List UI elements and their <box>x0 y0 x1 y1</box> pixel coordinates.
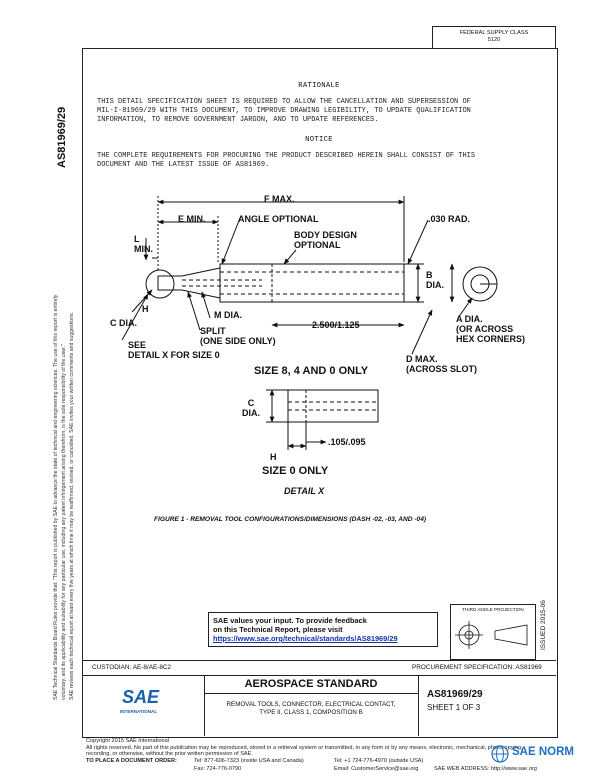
doc-number: AS81969/29 <box>427 689 483 700</box>
sheet-number: SHEET 1 OF 3 <box>427 703 481 712</box>
l-min-line: MIN. <box>134 244 153 254</box>
size-0-label: SIZE 0 ONLY <box>262 465 329 477</box>
sae-logo-sub: INTERNATIONAL <box>120 709 158 714</box>
see-detail-label: SEE DETAIL X FOR SIZE 0 <box>128 340 220 360</box>
footer-order-label: TO PLACE A DOCUMENT ORDER: <box>86 758 177 764</box>
b-dia-line: B <box>426 270 433 280</box>
sae-norm-watermark: SAE NORM <box>490 744 594 766</box>
c-dia-label: C DIA. <box>110 318 137 328</box>
detail-x-callout-circle <box>145 269 175 299</box>
d-max-label: D MAX. (ACROSS SLOT) <box>406 354 477 374</box>
footer-tel-intl: Tel: +1 724-776-4970 (outside USA) <box>334 758 424 764</box>
rationale-heading: RATIONALE <box>298 82 340 90</box>
body-design-label: BODY DESIGN OPTIONAL <box>294 230 357 250</box>
supply-class-value: 5120 <box>487 37 501 43</box>
h-label: H <box>142 304 149 314</box>
feedback-link[interactable]: https://www.sae.org/technical/standards/… <box>213 634 398 643</box>
footer-rights-1: All rights reserved. No part of this pub… <box>86 745 523 751</box>
custodian-row: CUSTODIAN: AE-8/AE-8C2 PROCUREMENT SPECI… <box>82 660 556 676</box>
detail-x-body <box>287 389 379 423</box>
notice-line: THE COMPLETE REQUIREMENTS FOR PROCURING … <box>97 152 476 160</box>
footer-tel-us: Tel: 877-606-7323 (inside USA and Canada… <box>194 758 304 764</box>
feedback-box: SAE values your input. To provide feedba… <box>208 612 438 647</box>
feedback-line: on this Technical Report, please visit <box>213 625 343 634</box>
detail-x-label: DETAIL X <box>284 486 325 496</box>
footer-fax: Fax: 724-776-0790 <box>194 766 242 772</box>
page-frame <box>82 48 558 738</box>
rationale-line: MIL-I-81969/29 WITH THIS DOCUMENT, TO IM… <box>97 107 471 115</box>
removal-tool-drawing <box>121 196 498 450</box>
angle-optional-label: ANGLE OPTIONAL <box>238 214 319 224</box>
a-dia-line: HEX CORNERS) <box>456 334 526 344</box>
rationale-line: INFORMATION, TO REMOVE GOVERNMENT JARGON… <box>97 116 379 124</box>
a-dia-label: A DIA. (OR ACROSS HEX CORNERS) <box>456 314 525 344</box>
h-detail-label: H <box>270 452 277 462</box>
custodian-label: CUSTODIAN: AE-8/AE-8C2 <box>92 664 172 671</box>
d-max-line: (ACROSS SLOT) <box>406 364 477 374</box>
footer-rights-2: recording, or otherwise, without the pri… <box>86 751 253 757</box>
supply-class-label: FEDERAL SUPPLY CLASS <box>459 30 529 36</box>
description-line: REMOVAL TOOLS, CONNECTOR, ELECTRICAL CON… <box>226 701 396 708</box>
c-detail-line: C <box>247 398 255 408</box>
f-max-label: F MAX. <box>264 194 295 204</box>
rationale-text: THIS DETAIL SPECIFICATION SHEET IS REQUI… <box>97 98 547 125</box>
a-dia-line: A DIA. <box>456 314 483 324</box>
watermark-text: SAE NORM <box>512 746 574 758</box>
body-design-line: OPTIONAL <box>294 240 341 250</box>
third-angle-symbol-icon <box>455 621 528 649</box>
m-dia-label: M DIA. <box>214 310 242 320</box>
tool-body-outline <box>219 263 405 303</box>
c-detail-line: DIA. <box>242 408 260 418</box>
description-line: TYPE II, CLASS 1, COMPOSITION B <box>259 709 363 716</box>
title-block-logo-cell: SAE INTERNATIONAL <box>82 675 205 736</box>
l-min-label: L MIN. <box>134 234 153 254</box>
notice-text: THE COMPLETE REQUIREMENTS FOR PROCURING … <box>97 152 547 170</box>
split-line: SPLIT <box>200 326 226 336</box>
sae-logo: SAE <box>122 687 160 707</box>
split-label: SPLIT (ONE SIDE ONLY) <box>200 326 276 346</box>
rad-label: .030 RAD. <box>428 214 471 224</box>
d-max-line: D MAX. <box>406 354 438 364</box>
standard-title: AEROSPACE STANDARD <box>244 678 378 690</box>
footer-web: SAE WEB ADDRESS: http://www.sae.org <box>434 766 537 772</box>
see-detail-line: SEE <box>128 340 147 350</box>
b-dia-label: B DIA. <box>426 270 444 290</box>
notice-heading: NOTICE <box>305 136 333 144</box>
dim-105-label: .105/.095 <box>328 437 366 447</box>
figure-caption: FIGURE 1 - REMOVAL TOOL CONFIGURATIONS/D… <box>154 516 427 523</box>
standard-description: REMOVAL TOOLS, CONNECTOR, ELECTRICAL CON… <box>204 701 418 717</box>
e-min-label: E MIN. <box>178 214 206 224</box>
c-detail-label: C DIA. <box>242 398 260 418</box>
doc-code-vertical: AS81969/29 <box>56 106 68 168</box>
footer-copyright: Copyright 2015 SAE International <box>86 738 170 744</box>
see-detail-line: DETAIL X FOR SIZE 0 <box>128 350 220 360</box>
rationale-line: THIS DETAIL SPECIFICATION SHEET IS REQUI… <box>97 98 471 106</box>
split-line: (ONE SIDE ONLY) <box>200 336 276 346</box>
side-notice-line: SAE reviews each technical report at lea… <box>69 312 75 700</box>
projection-label: THIRD ANGLE PROJECTION <box>462 607 524 612</box>
projection-box: THIRD ANGLE PROJECTION <box>450 604 536 660</box>
feedback-line: SAE values your input. To provide feedba… <box>213 616 367 625</box>
length-dim-label: 2.500/1.125 <box>312 320 360 330</box>
size-840-label: SIZE 8, 4 AND 0 ONLY <box>254 365 369 377</box>
doc-number-cell: AS81969/29 SHEET 1 OF 3 <box>418 675 557 736</box>
globe-icon <box>491 745 509 763</box>
body-design-line: BODY DESIGN <box>294 230 357 240</box>
procurement-label: PROCUREMENT SPECIFICATION: AS81969 <box>412 664 542 671</box>
footer-email: Email: CustomerService@sae.org <box>334 766 419 772</box>
issued-date: ISSUED 2015-06 <box>540 600 547 650</box>
l-min-line: L <box>134 234 140 244</box>
b-dia-line: DIA. <box>426 280 444 290</box>
title-divider <box>204 693 418 694</box>
supply-class-box: FEDERAL SUPPLY CLASS 5120 <box>432 26 556 48</box>
a-dia-line: (OR ACROSS <box>456 324 514 334</box>
notice-line: DOCUMENT AND THE LATEST ISSUE OF AS81969… <box>97 161 270 169</box>
